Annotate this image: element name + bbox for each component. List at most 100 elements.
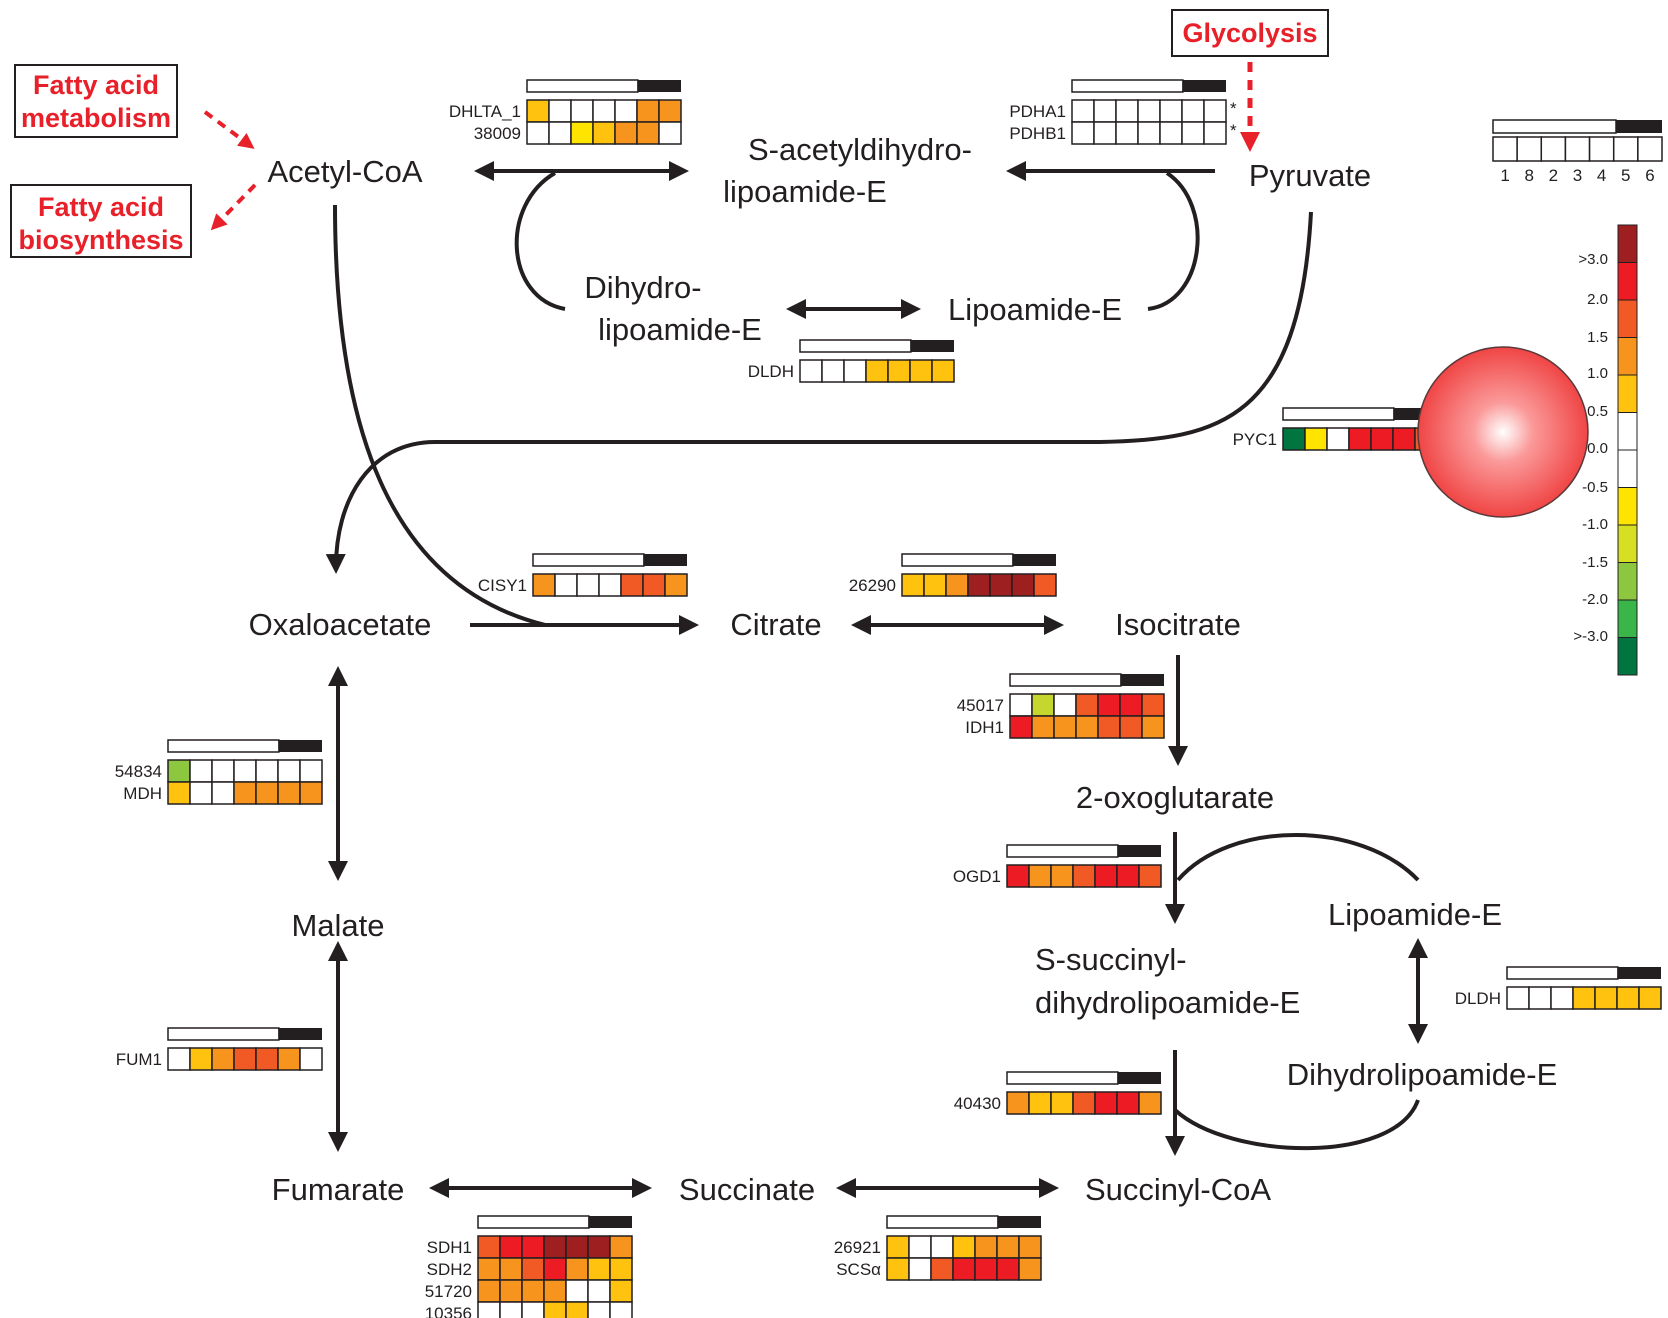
- heatmap-cell: [548, 121, 572, 145]
- heatmap-cell: [189, 759, 213, 783]
- heatmap-cell: [799, 359, 823, 383]
- heatmap-cell: [1203, 99, 1227, 123]
- heatmap-cell: [609, 1279, 633, 1303]
- heatmap-cell: [658, 121, 682, 145]
- heatmap-cell: [526, 121, 550, 145]
- gene-label: IDH1: [965, 718, 1004, 737]
- heatmap-cell: [570, 121, 594, 145]
- heatmap-cell: [664, 573, 688, 597]
- significance-mark: *: [1230, 99, 1237, 118]
- heatmap-cell: [587, 1235, 611, 1259]
- heatmap-cell: [901, 573, 925, 597]
- heatmap-cell: [1009, 715, 1033, 739]
- right-bottom-lipoamide-loop: [1173, 1099, 1420, 1151]
- significance-mark: *: [1230, 121, 1237, 140]
- sample-key-number: 1: [1500, 166, 1509, 185]
- heatmap-cell: [1181, 99, 1205, 123]
- heatmap-cell: [945, 573, 969, 597]
- heatmap-cell: [1572, 986, 1596, 1010]
- heatmap-cell: [886, 1235, 910, 1259]
- heatmap-header-bar: [1009, 673, 1122, 687]
- heatmap-cell: [930, 1235, 954, 1259]
- heatmap-cell: [642, 573, 666, 597]
- heatmap-cell: [887, 359, 911, 383]
- heatmap-cell: [908, 1257, 932, 1281]
- heatmap-cell: [598, 573, 622, 597]
- heatmap-header-bar-dark: [637, 80, 681, 92]
- heatmap-cell: [1094, 864, 1118, 888]
- heatmap-cell: [1093, 121, 1117, 145]
- heatmap-cell: [233, 759, 257, 783]
- gene-label: DLDH: [1455, 989, 1501, 1008]
- heatmap-cell: [587, 1279, 611, 1303]
- heatmap-header-bar: [167, 739, 280, 753]
- heatmap-cell: [1141, 693, 1165, 717]
- heatmap-cell: [865, 359, 889, 383]
- glycolysis-label: Glycolysis: [1182, 18, 1317, 48]
- heatmap-cell: [1050, 864, 1074, 888]
- scale-swatch: [1617, 299, 1638, 338]
- heatmap-cell: [255, 759, 279, 783]
- heatmap-cell: [609, 1257, 633, 1281]
- heatmap-cell: [1348, 427, 1372, 451]
- heatmap-cell: [1326, 427, 1350, 451]
- heatmap-fum: FUM1: [116, 1027, 323, 1071]
- scale-label: -2.0: [1582, 591, 1608, 608]
- heatmap-cell: [543, 1257, 567, 1281]
- heatmap-ogd: OGD1: [953, 844, 1162, 888]
- heatmap-cell: [499, 1257, 523, 1281]
- heatmap-header-bar: [886, 1215, 999, 1229]
- scale-label: 1.5: [1587, 329, 1608, 346]
- heatmap-cell: [277, 759, 301, 783]
- heatmap-dldh-right: DLDH: [1455, 966, 1662, 1010]
- heatmap-cell: [1137, 99, 1161, 123]
- heatmap-cell: [526, 99, 550, 123]
- heatmap-cell: [233, 781, 257, 805]
- heatmap-cell: [548, 99, 572, 123]
- heatmap-cell: [931, 359, 955, 383]
- s-acetyl-label-line1: S-acetyldihydro-: [748, 132, 972, 167]
- heatmap-cell: [477, 1235, 501, 1259]
- gene-label: SCSα: [836, 1260, 881, 1279]
- heatmap-cell: [614, 121, 638, 145]
- oxaloacetate-label: Oxaloacetate: [249, 607, 432, 642]
- heatmap-header-bar: [1006, 1071, 1119, 1085]
- scale-swatch: [1617, 562, 1638, 601]
- heatmap-header-bar: [1071, 79, 1184, 93]
- fatty-acid-biosynthesis-line2: biosynthesis: [18, 225, 183, 255]
- heatmap-cell: [543, 1279, 567, 1303]
- s-succinyl-label-line1: S-succinyl-: [1035, 942, 1187, 977]
- heatmap-cell: [1072, 864, 1096, 888]
- heatmap-cell: [952, 1235, 976, 1259]
- scale-label: >3.0: [1578, 251, 1608, 268]
- heatmap-cell: [1370, 427, 1394, 451]
- heatmap-cell: [996, 1257, 1020, 1281]
- heatmap-cell: [636, 99, 660, 123]
- gene-label: 51720: [425, 1282, 472, 1301]
- heatmap-cell: [576, 573, 600, 597]
- right-top-lipoamide-loop: [1176, 833, 1420, 882]
- sample-key-number: 2: [1549, 166, 1558, 185]
- heatmap-cell: [554, 573, 578, 597]
- heatmap-cell: [1392, 427, 1416, 451]
- heatmap-header-bar-dark: [1120, 674, 1164, 686]
- heatmap-cell: [620, 573, 644, 597]
- scale-swatch: [1617, 412, 1638, 451]
- heatmap-cell: [592, 99, 616, 123]
- isocitrate-label: Isocitrate: [1115, 607, 1241, 642]
- heatmap-cell: [167, 1047, 191, 1071]
- dihydro-top-label-line1: Dihydro-: [584, 270, 701, 305]
- heatmap-cell: [167, 759, 191, 783]
- heatmap-cell: [521, 1279, 545, 1303]
- gene-label: DLDH: [748, 362, 794, 381]
- gene-label: DHLTA_1: [449, 102, 521, 121]
- heatmap-cell: [1009, 693, 1033, 717]
- heatmap-cell: [930, 1257, 954, 1281]
- heatmap-cell: [211, 1047, 235, 1071]
- heatmap-cell: [1119, 693, 1143, 717]
- heatmap-cell: [614, 99, 638, 123]
- heatmap-cell: [565, 1301, 589, 1318]
- heatmap-cell: [587, 1257, 611, 1281]
